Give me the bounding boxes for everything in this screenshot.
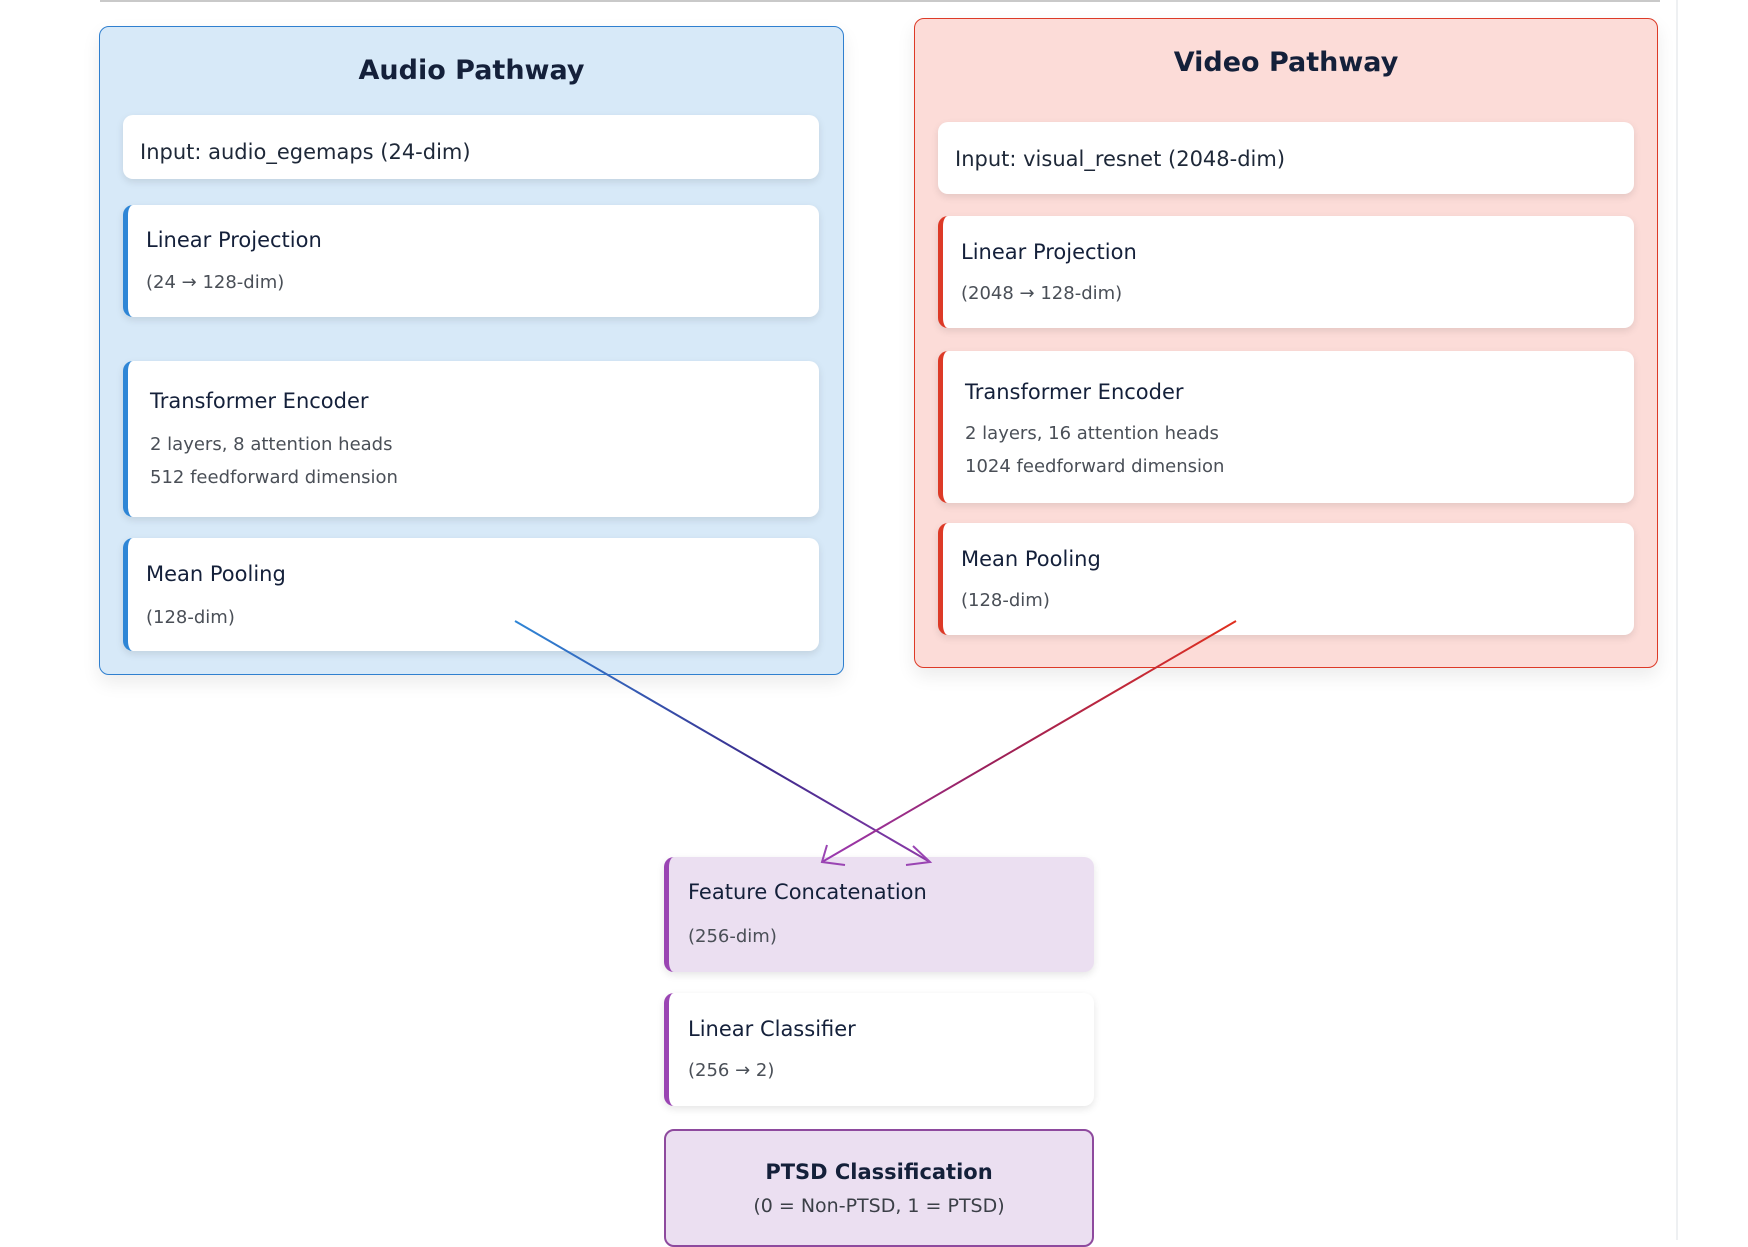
audio-linear-projection-card: Linear Projection (24 → 128-dim) [123,205,819,317]
ptsd-classification-card: PTSD Classification (0 = Non-PTSD, 1 = P… [664,1129,1094,1247]
right-divider [1676,0,1678,1240]
video-input-card: Input: visual_resnet (2048-dim) [938,122,1634,194]
video-pathway-title: Video Pathway [1173,47,1399,78]
video-transformer-ff: 1024 feedforward dimension [965,456,1225,477]
audio-pooling-title: Mean Pooling [146,562,286,586]
video-pathway: Video Pathway Input: visual_resnet (2048… [914,18,1658,668]
audio-pathway: Audio Pathway Input: audio_egemaps (24-d… [99,26,844,675]
audio-linear-projection-detail: (24 → 128-dim) [146,272,285,293]
video-transformer-layers: 2 layers, 16 attention heads [965,423,1219,444]
audio-linear-projection-title: Linear Projection [146,228,322,252]
video-transformer-title: Transformer Encoder [965,380,1184,404]
output-title: PTSD Classification [765,1160,993,1184]
audio-input-card: Input: audio_egemaps (24-dim) [123,115,819,179]
classifier-title: Linear Classifier [688,1017,856,1041]
linear-classifier-card: Linear Classifier (256 → 2) [664,993,1094,1106]
audio-transformer-layers: 2 layers, 8 attention heads [150,434,393,455]
video-transformer-card: Transformer Encoder 2 layers, 16 attenti… [938,351,1634,503]
audio-pooling-card: Mean Pooling (128-dim) [123,538,819,651]
audio-pathway-title: Audio Pathway [358,55,585,86]
feature-concatenation-card: Feature Concatenation (256-dim) [664,857,1094,972]
video-pooling-card: Mean Pooling (128-dim) [938,523,1634,635]
audio-transformer-title: Transformer Encoder [150,389,369,413]
audio-transformer-ff: 512 feedforward dimension [150,467,398,488]
classifier-detail: (256 → 2) [688,1060,775,1081]
output-detail: (0 = Non-PTSD, 1 = PTSD) [753,1195,1005,1217]
video-pooling-title: Mean Pooling [961,547,1101,571]
audio-pooling-detail: (128-dim) [146,607,235,628]
video-linear-projection-title: Linear Projection [961,240,1137,264]
top-divider [100,0,1660,2]
audio-input-label: Input: audio_egemaps (24-dim) [140,140,471,164]
video-pooling-detail: (128-dim) [961,590,1050,611]
video-linear-projection-card: Linear Projection (2048 → 128-dim) [938,216,1634,328]
video-linear-projection-detail: (2048 → 128-dim) [961,283,1123,304]
video-input-label: Input: visual_resnet (2048-dim) [955,147,1286,171]
concat-detail: (256-dim) [688,926,777,947]
concat-title: Feature Concatenation [688,880,927,904]
audio-transformer-card: Transformer Encoder 2 layers, 8 attentio… [123,361,819,517]
